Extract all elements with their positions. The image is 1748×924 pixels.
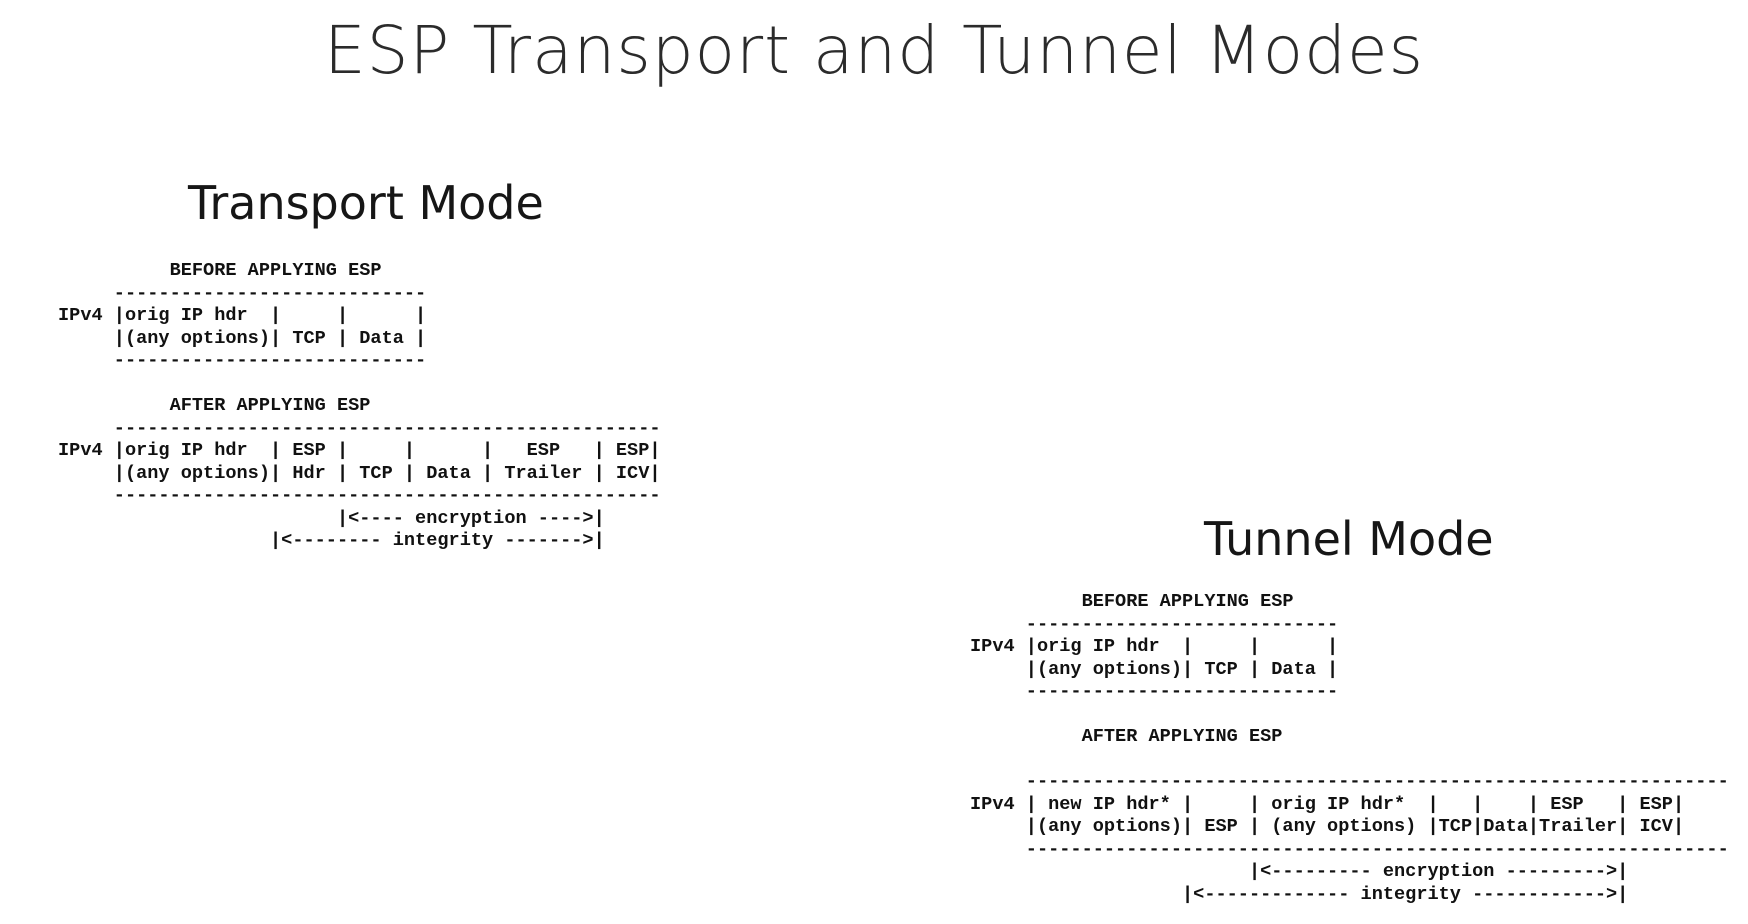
diagram-line: |(any options)| ESP | (any options) |TCP…: [970, 816, 1685, 837]
diagram-line: IPv4 | new IP hdr* | | orig IP hdr* | | …: [970, 793, 1685, 815]
diagram-line: |<-------- integrity ------->|: [58, 530, 605, 551]
diagram-line: |(any options)| TCP | Data |: [58, 327, 427, 349]
diagram-line: [58, 373, 661, 396]
diagram-line: IPv4 |orig IP hdr | | |: [58, 305, 427, 326]
transport-mode-title: Transport Mode: [188, 176, 544, 230]
diagram-line: IPv4 |orig IP hdr | | |: [970, 636, 1339, 657]
diagram-line: IPv4 |orig IP hdr | ESP | | | ESP | ESP|: [58, 440, 661, 461]
diagram-line: ----------------------------------------…: [970, 838, 1729, 860]
diagram-line: ----------------------------------------…: [970, 771, 1729, 792]
diagram-line: |(any options)| TCP | Data |: [970, 658, 1339, 680]
diagram-line: AFTER APPLYING ESP: [58, 395, 371, 416]
diagram-line: ----------------------------------------…: [58, 485, 661, 506]
diagram-line: |<---- encryption ---->|: [58, 507, 605, 529]
diagram-line: ----------------------------: [970, 681, 1339, 702]
diagram-line: ----------------------------: [58, 282, 427, 304]
diagram-line: ----------------------------------------…: [58, 417, 661, 439]
diagram-line: AFTER APPLYING ESP: [970, 726, 1283, 747]
diagram-line: |<--------- encryption --------->|: [970, 861, 1629, 882]
diagram-line: ----------------------------: [970, 613, 1339, 635]
transport-mode-diagram: BEFORE APPLYING ESP --------------------…: [58, 260, 661, 553]
diagram-line: |<------------- integrity ------------>|: [970, 883, 1629, 905]
diagram-line: ----------------------------: [58, 350, 427, 371]
diagram-line: BEFORE APPLYING ESP: [58, 260, 382, 281]
tunnel-mode-title: Tunnel Mode: [1204, 512, 1494, 566]
diagram-line: BEFORE APPLYING ESP: [970, 591, 1294, 612]
tunnel-mode-diagram: BEFORE APPLYING ESP --------------------…: [970, 591, 1729, 906]
diagram-line: [970, 749, 1729, 772]
slide-title: ESP Transport and Tunnel Modes: [323, 12, 1425, 89]
diagram-line: [970, 704, 1729, 727]
diagram-line: |(any options)| Hdr | TCP | Data | Trail…: [58, 462, 661, 484]
